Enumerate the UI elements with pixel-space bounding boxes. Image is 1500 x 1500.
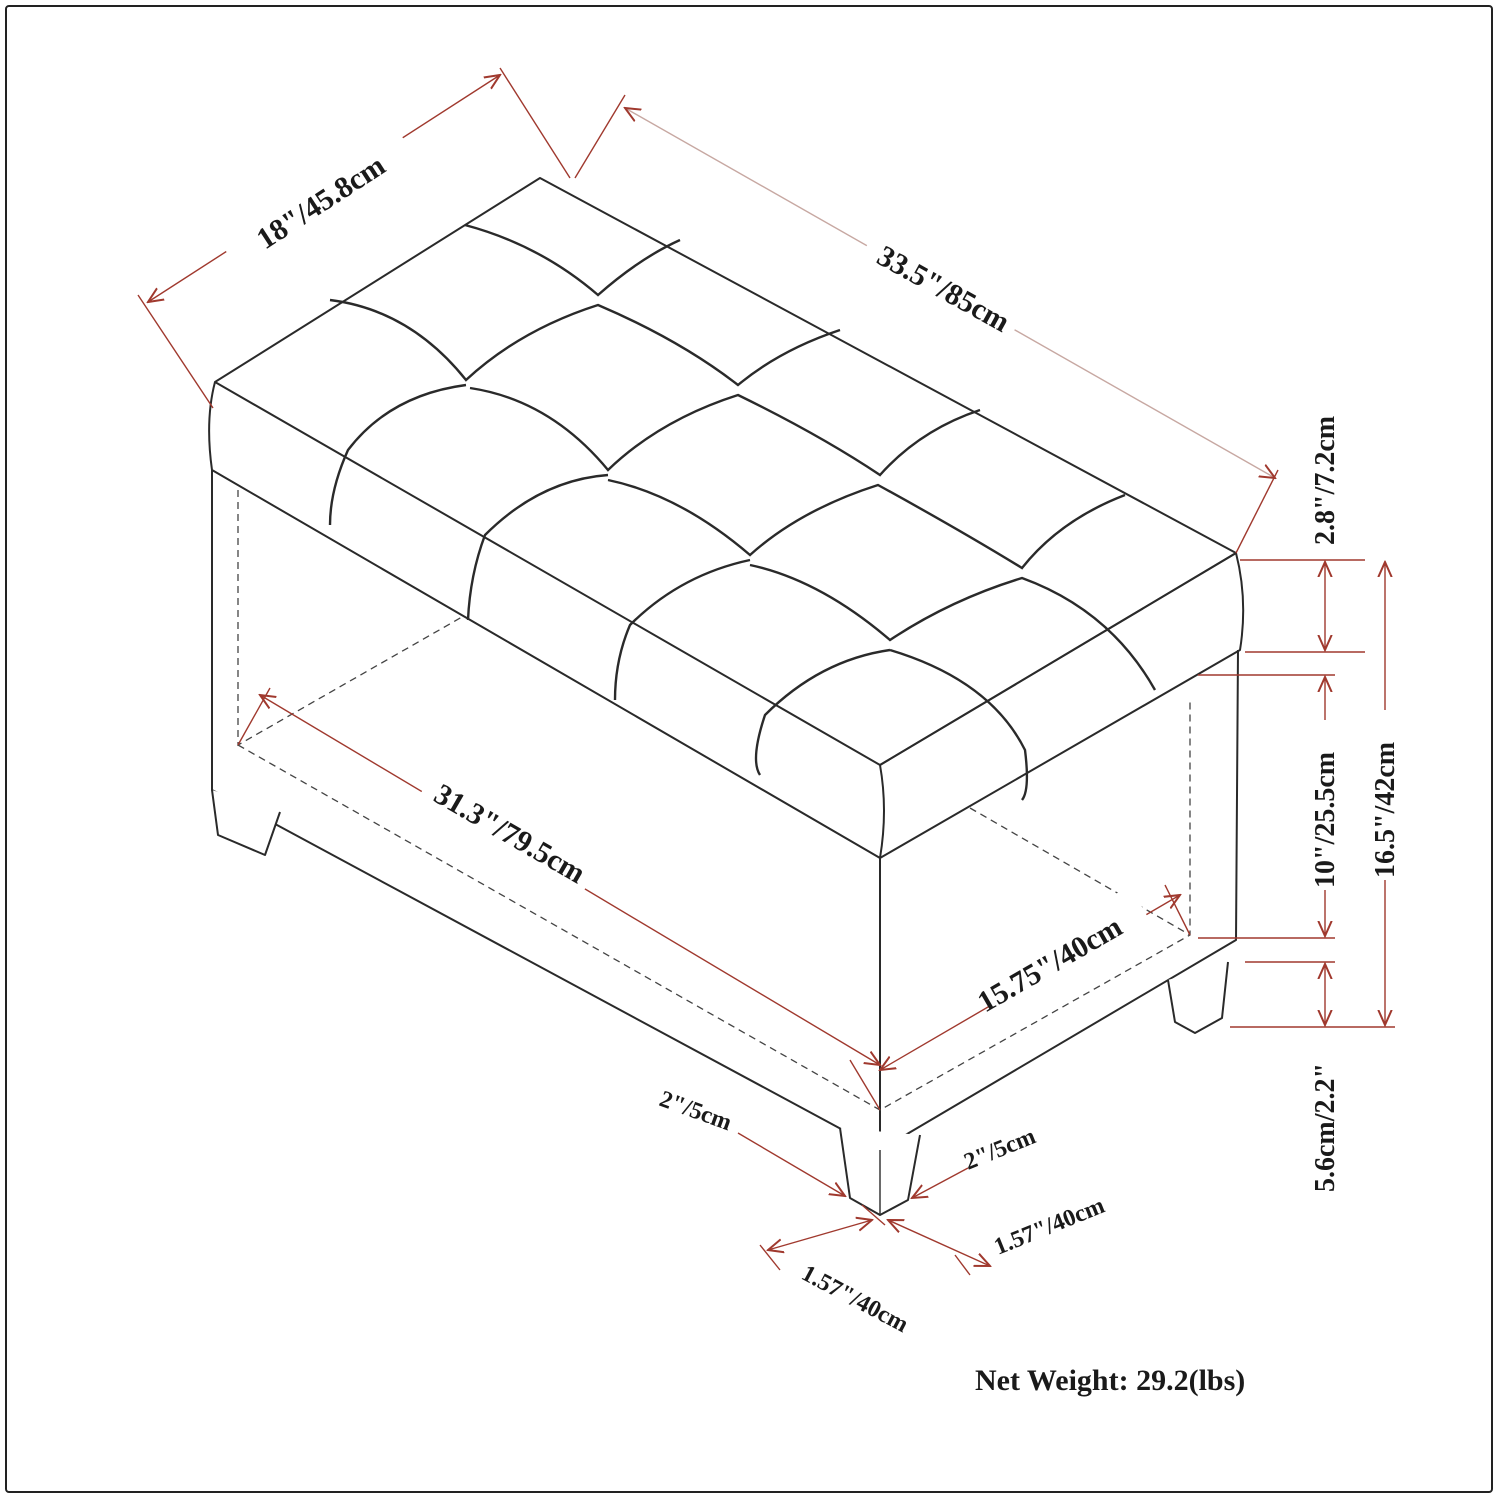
interior-hidden-lines xyxy=(237,490,1191,1111)
label-leg-width-right: 2"/5cm xyxy=(961,1123,1040,1175)
label-box-height: 10"/25.5cm xyxy=(1310,752,1341,888)
label-lid-height: 2.8"/7.2cm xyxy=(1310,416,1341,545)
dim-leg-base-left-line xyxy=(768,1220,872,1250)
label-leg-height: 5.6cm/2.2" xyxy=(1310,1063,1341,1192)
bench-legs xyxy=(211,789,1229,1216)
label-leg-width-left: 2"/5cm xyxy=(656,1086,735,1136)
dimension-lines xyxy=(137,67,1395,1276)
lid-right-face xyxy=(879,552,1245,859)
label-total-height: 16.5"/42cm xyxy=(1370,742,1401,878)
dimension-labels: 18"/45.8cm 33.5"/85cm 2.8"/7.2cm 10"/25.… xyxy=(200,97,1405,1338)
net-weight-label: Net Weight: 29.2(lbs) xyxy=(975,1364,1246,1397)
dim-leg-width-left-line xyxy=(737,1132,845,1196)
lid-seam xyxy=(211,469,881,859)
tufting-pattern xyxy=(328,223,1157,801)
leg-back-right xyxy=(1167,961,1229,1034)
lid-front-face xyxy=(208,381,885,859)
dim-leg-base-right-line xyxy=(888,1220,990,1266)
body-right-face xyxy=(879,649,1239,1151)
leg-front-left xyxy=(211,789,281,856)
dim-leg-width-right-line xyxy=(912,1167,969,1198)
image-border xyxy=(5,5,1493,1493)
label-leg-base-left: 1.57"/40cm xyxy=(797,1260,912,1338)
lid-top-face xyxy=(214,177,1237,766)
bench-outline xyxy=(208,177,1245,1151)
label-leg-base-right: 1.57"/40cm xyxy=(991,1193,1109,1261)
